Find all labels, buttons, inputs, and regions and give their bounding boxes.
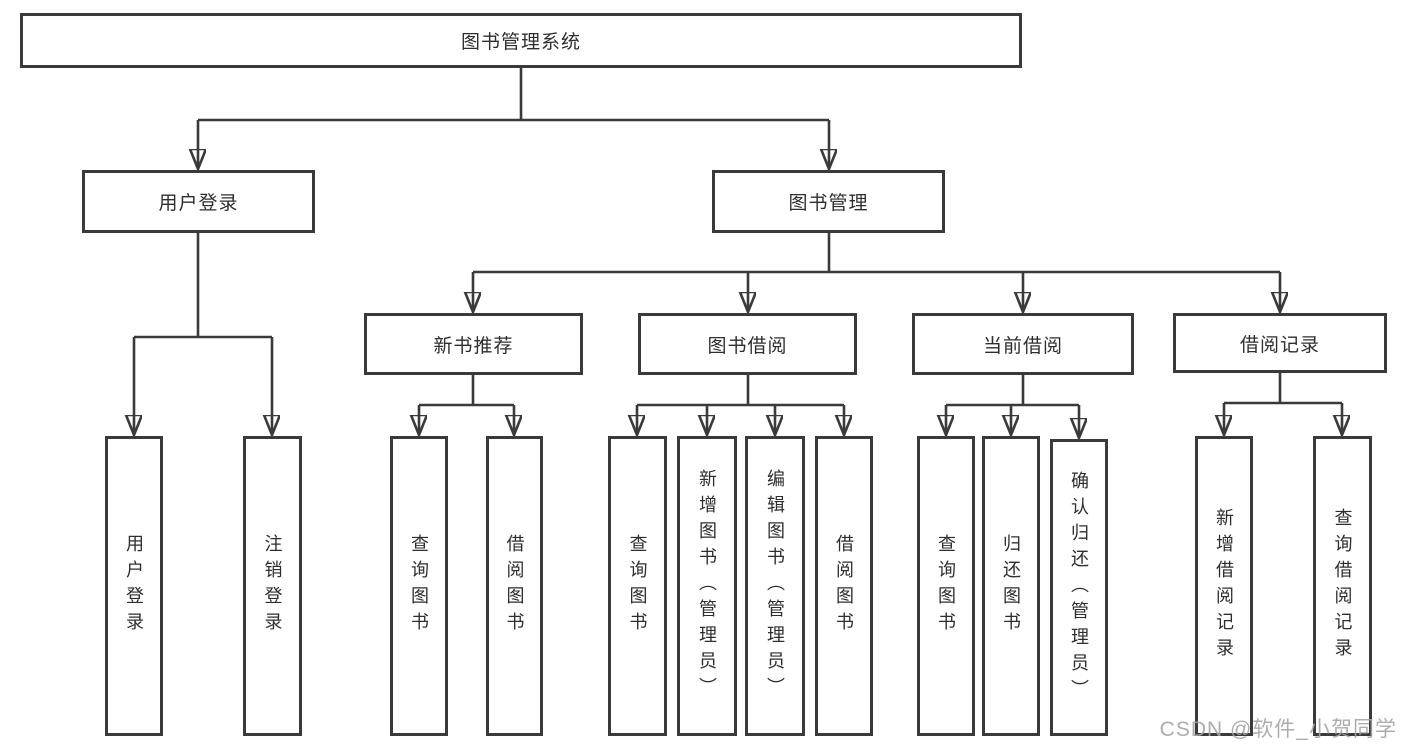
node-label: 图书管理 [788,193,869,214]
leaf-label: 用户登录 [124,534,144,638]
leaf-label: 查询图书 [409,534,429,638]
node-library-management-system: 图书管理系统 [20,13,1022,68]
leaf-current-return-books: 归还图书 [982,436,1040,736]
leaf-current-query-books: 查询图书 [917,436,975,736]
leaf-label: 注销登录 [262,534,283,638]
leaf-label: 查询借阅记录 [1332,508,1353,664]
node-label: 图书借阅 [707,335,788,357]
leaf-label: 查询图书 [936,534,956,638]
leaf-label: 借阅图书 [504,534,525,638]
node-label: 借阅记录 [1239,334,1320,356]
leaf-label: 确认归还（管理员） [1069,470,1089,705]
connector-root-to-level2 [198,68,829,168]
connector-user-login-branch [134,233,272,434]
node-label: 新书推荐 [433,335,514,357]
node-book-management: 图书管理 [712,170,945,233]
connector-current-borrowing-branch [946,375,1079,437]
node-current-borrowing: 当前借阅 [912,313,1134,375]
leaf-newbook-borrow-books: 借阅图书 [486,436,543,736]
node-user-login: 用户登录 [82,170,315,233]
connector-borrowing-records-branch [1224,373,1342,434]
leaf-borrowing-borrow-books: 借阅图书 [815,436,873,736]
leaf-label: 归还图书 [1001,534,1021,638]
node-label: 用户登录 [158,193,239,214]
connector-book-borrowing-branch [637,375,844,434]
leaf-logout: 注销登录 [243,436,302,736]
node-label: 当前借阅 [982,335,1063,357]
node-borrowing-records: 借阅记录 [1173,313,1387,373]
leaf-borrowing-edit-books-admin: 编辑图书（管理员） [745,436,805,736]
leaf-records-add-borrow-record: 新增借阅记录 [1195,436,1253,736]
leaf-borrowing-query-books: 查询图书 [608,436,667,736]
leaf-borrowing-add-books-admin: 新增图书（管理员） [677,436,737,736]
leaf-label: 新增图书（管理员） [697,469,717,703]
leaf-label: 查询图书 [627,534,648,638]
leaf-label: 新增借阅记录 [1214,508,1234,664]
connector-new-book-branch [419,375,514,434]
leaf-records-query-borrow-record: 查询借阅记录 [1313,436,1372,736]
node-label: 图书管理系统 [460,32,581,53]
connector-book-management-branch [473,233,1280,311]
leaf-newbook-query-books: 查询图书 [390,436,448,736]
leaf-user-login: 用户登录 [105,436,163,736]
leaf-label: 借阅图书 [834,534,854,638]
node-new-book-recommendation: 新书推荐 [364,313,583,375]
leaf-current-confirm-return-admin: 确认归还（管理员） [1050,439,1108,736]
leaf-label: 编辑图书（管理员） [765,469,785,703]
node-book-borrowing: 图书借阅 [638,313,857,375]
